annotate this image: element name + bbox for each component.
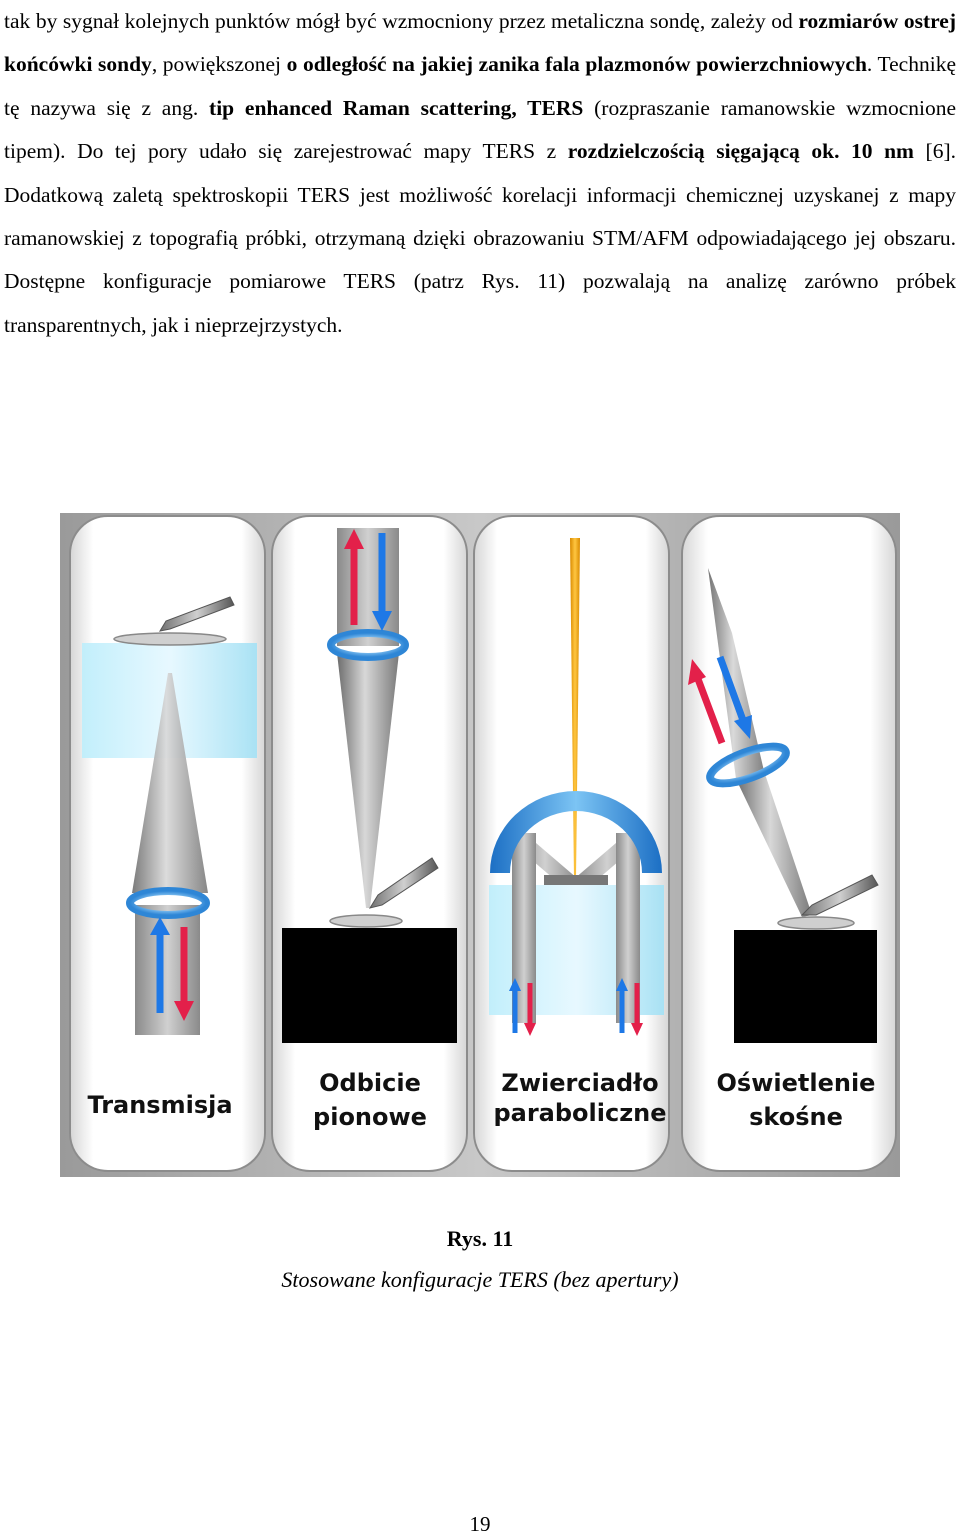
panel-label-oswietlenie-line2: skośne	[749, 1103, 843, 1131]
panel-odbicie-pionowe: Odbicie pionowe	[271, 515, 468, 1172]
light-cone	[736, 771, 812, 917]
arrow-outgoing	[694, 677, 726, 745]
panel-label-transmisja: Transmisja	[87, 1091, 232, 1119]
objective-lens	[327, 629, 409, 661]
opaque-sample	[734, 930, 877, 1043]
objective-lens	[706, 742, 790, 788]
panel-transmisja: Transmisja	[69, 515, 266, 1172]
sample-stage	[777, 916, 855, 930]
light-cone	[132, 673, 208, 893]
sample-stage	[329, 914, 403, 928]
text-run-bold: rozmiarów ostrej końcówki sondy	[4, 9, 956, 77]
panel-label-odbicie-line1: Odbicie	[319, 1069, 421, 1097]
light-cone	[337, 653, 399, 908]
text-run: . Technikę tę nazywa się z ang.	[4, 52, 956, 120]
text-run: (rozpraszanie ramanowskie wzmocnione tip…	[4, 95, 956, 164]
panel-label-oswietlenie-line1: Oświetlenie	[717, 1069, 876, 1097]
text-run-bold: o odległość na jakiej zanika fala plazmo…	[286, 52, 867, 77]
afm-cantilever	[368, 857, 439, 909]
light-beam	[135, 905, 200, 1035]
objective-lens	[126, 887, 210, 919]
sample-stage	[544, 875, 608, 885]
body-paragraph: tak by sygnał kolejnych punktów mógł być…	[4, 0, 956, 347]
panel-oswietlenie-skosne: Oświetlenie skośne	[681, 515, 897, 1172]
panel-label-odbicie-line2: pionowe	[313, 1103, 427, 1131]
text-run-bold: rozdzielczością sięgającą ok. 10 nm	[567, 139, 914, 164]
opaque-sample	[282, 928, 457, 1043]
afm-cantilever	[800, 874, 879, 916]
arrow-incoming	[716, 655, 748, 725]
panel-zwierciadlo-paraboliczne: Zwierciadło paraboliczne	[473, 515, 670, 1172]
text-run: [6]. Dodatkową zaletą spektroskopii TERS…	[4, 139, 956, 337]
parabolic-mirror	[490, 791, 662, 873]
gold-tip	[570, 538, 580, 878]
text-run: , powiększonej	[151, 52, 287, 77]
panel-label-zwierciadlo-line2: paraboliczne	[493, 1099, 666, 1127]
figure-caption-text: Stosowane konfiguracje TERS (bez apertur…	[281, 1267, 679, 1292]
text-run-bold: tip enhanced Raman scattering, TERS	[209, 95, 584, 120]
figure-illustration: Transmisja Odbicie pionowe	[60, 513, 900, 1177]
panel-label-zwierciadlo-line1: Zwierciadło	[501, 1069, 658, 1097]
afm-cantilever	[158, 596, 235, 632]
ters-configurations-figure: Transmisja Odbicie pionowe	[60, 513, 900, 1177]
figure-caption-number: Rys. 11	[446, 1226, 514, 1251]
text-run: tak by sygnał kolejnych punktów mógł być…	[4, 9, 799, 33]
page-number: 19	[469, 1512, 491, 1536]
sample-stage	[113, 632, 227, 646]
